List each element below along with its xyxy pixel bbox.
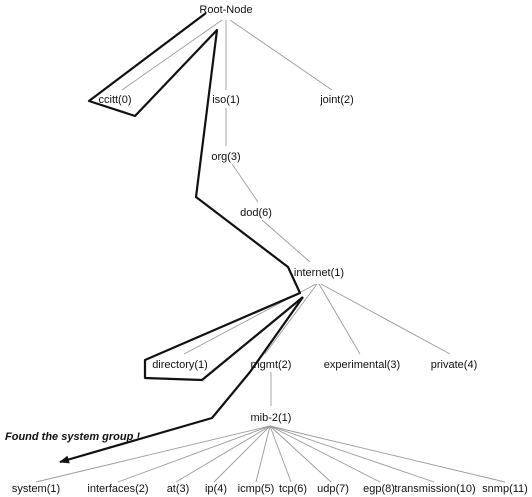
edge-org-dod [231, 163, 259, 203]
edge-mib2-interfaces [117, 425, 271, 483]
edge-root-ccitt [121, 19, 223, 91]
node-iso: iso(1) [212, 94, 240, 106]
edge-mib2-tcp [269, 425, 292, 483]
node-udp: udp(7) [317, 483, 349, 495]
edge-mib2-transmission [269, 425, 435, 483]
node-joint: joint(2) [319, 94, 354, 106]
edge-mib2-icmp [255, 425, 271, 483]
node-dod: dod(6) [240, 207, 272, 219]
node-labels: Root-Node ccitt(0) iso(1) joint(2) org(3… [12, 4, 528, 495]
tree-edges [35, 19, 506, 483]
edge-mib2-udp [269, 425, 332, 483]
edge-internet-private [320, 283, 451, 355]
node-internet: internet(1) [294, 267, 344, 279]
node-experimental: experimental(3) [324, 359, 400, 371]
edge-mib2-ip [213, 425, 271, 483]
edge-mib2-at [175, 425, 271, 483]
node-interfaces: interfaces(2) [87, 483, 148, 495]
node-tcp: tcp(6) [279, 483, 307, 495]
node-mgmt: mgmt(2) [251, 359, 292, 371]
edge-mib2-system [35, 425, 271, 483]
node-system: system(1) [12, 483, 60, 495]
node-ccitt: ccitt(0) [99, 94, 132, 106]
node-snmp: snmp(11) [482, 483, 528, 495]
traversal-path [59, 12, 304, 464]
node-root: Root-Node [199, 4, 252, 16]
node-transmission: transmission(10) [394, 483, 475, 495]
node-egp: egp(8) [363, 483, 395, 495]
found-system-caption: Found the system group ! [5, 431, 140, 443]
edge-internet-mgmt [264, 283, 318, 355]
edge-internet-experimental [318, 283, 361, 355]
edge-dod-internet [261, 219, 311, 263]
node-ip: ip(4) [205, 483, 227, 495]
edge-mib2-egp [269, 425, 381, 483]
node-icmp: icmp(5) [238, 483, 275, 495]
node-mib2: mib-2(1) [251, 412, 292, 424]
node-at: at(3) [167, 483, 190, 495]
node-org: org(3) [211, 151, 240, 163]
edge-mib2-snmp [269, 425, 506, 483]
edge-root-joint [229, 19, 333, 91]
node-private: private(4) [431, 359, 477, 371]
traversal-arrow-to-system [59, 296, 304, 464]
traversal-loop-ccitt [87, 12, 304, 382]
node-directory: directory(1) [152, 359, 208, 371]
